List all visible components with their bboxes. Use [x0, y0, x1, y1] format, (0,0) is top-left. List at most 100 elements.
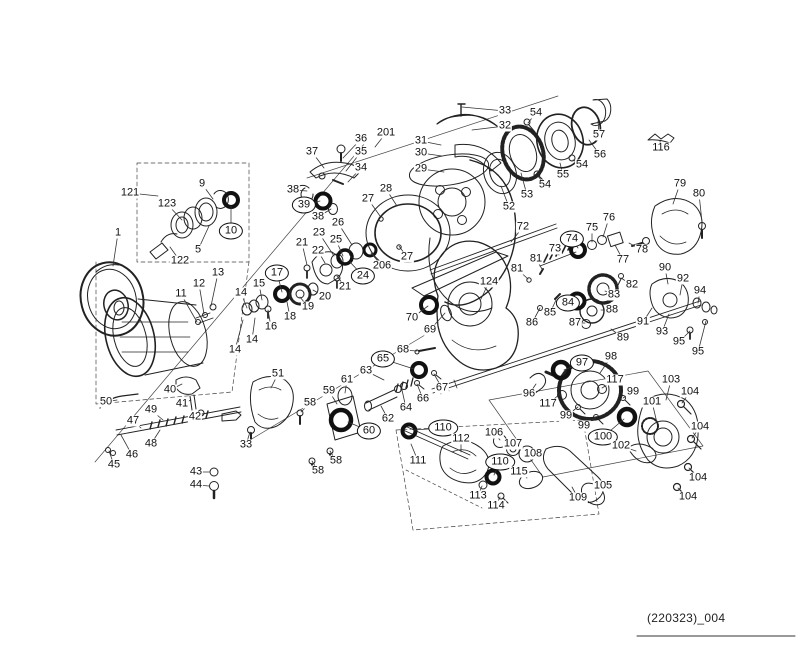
part-label-75: 75 [584, 221, 600, 234]
part-label-104: 104 [689, 420, 711, 433]
part-label-62: 62 [380, 412, 396, 425]
part-label-24: 24 [350, 267, 376, 285]
part-label-115: 115 [509, 465, 529, 478]
part-label-65: 65 [370, 350, 396, 368]
part-label-104: 104 [677, 490, 699, 503]
part-label-14: 14 [233, 286, 249, 299]
part-label-41: 41 [174, 397, 190, 410]
part-label-33: 33 [238, 438, 254, 451]
part-label-116: 116 [651, 141, 671, 154]
part-label-60: 60 [356, 422, 382, 440]
part-label-58: 58 [302, 396, 318, 409]
part-label-27: 27 [399, 250, 415, 263]
part-label-5: 5 [193, 243, 203, 256]
part-label-90: 90 [657, 261, 673, 274]
part-label-99: 99 [625, 385, 641, 398]
part-label-37: 37 [304, 145, 320, 158]
part-label-206: 206 [371, 259, 393, 272]
part-label-72: 72 [515, 220, 531, 233]
part-label-33: 33 [497, 104, 513, 117]
part-label-84: 84 [555, 294, 581, 312]
part-label-82: 82 [624, 278, 640, 291]
part-label-57: 57 [591, 128, 607, 141]
part-label-58: 58 [328, 454, 344, 467]
part-label-36: 36 [353, 132, 369, 145]
part-label-122: 122 [169, 254, 191, 267]
part-label-97: 97 [569, 354, 595, 372]
part-label-48: 48 [143, 437, 159, 450]
part-label-64: 64 [398, 401, 414, 414]
part-label-12: 12 [191, 277, 207, 290]
part-label-105: 105 [592, 479, 614, 492]
part-label-53: 53 [519, 188, 535, 201]
part-label-14: 14 [244, 333, 260, 346]
part-label-25: 25 [328, 233, 344, 246]
part-label-92: 92 [675, 272, 691, 285]
part-label-21: 21 [337, 280, 353, 293]
part-label-16: 16 [263, 320, 279, 333]
spool-drawing [103, 296, 208, 378]
part-label-58: 58 [310, 464, 326, 477]
doc-code: (220323)_004 [647, 611, 726, 625]
part-label-54: 54 [537, 178, 553, 191]
part-label-69: 69 [422, 323, 438, 336]
part-label-70: 70 [404, 311, 420, 324]
part-label-28: 28 [378, 182, 394, 195]
part-label-67: 67 [434, 381, 450, 394]
rotor-drag-stack-drawing [482, 98, 612, 195]
part-label-52: 52 [501, 200, 517, 213]
part-label-59: 59 [321, 384, 337, 397]
part-label-43: 43 [188, 465, 204, 478]
part-label-10: 10 [218, 222, 244, 240]
part-label-102: 102 [610, 439, 632, 452]
part-label-123: 123 [156, 197, 178, 210]
part-label-117: 117 [605, 373, 625, 386]
part-label-54: 54 [574, 158, 590, 171]
part-label-109: 109 [567, 491, 589, 504]
part-label-99: 99 [576, 419, 592, 432]
part-label-44: 44 [188, 478, 204, 491]
part-label-18: 18 [282, 310, 298, 323]
part-label-14: 14 [227, 343, 243, 356]
drag-washer-stack-drawing [149, 190, 240, 260]
part-label-1: 1 [113, 226, 123, 239]
part-label-23: 23 [311, 226, 327, 239]
part-label-51: 51 [270, 367, 286, 380]
worm-shaft-parts-drawing [195, 282, 319, 325]
part-label-35: 35 [353, 145, 369, 158]
part-label-55: 55 [555, 168, 571, 181]
part-label-9: 9 [197, 177, 207, 190]
reel-body-drawing [411, 240, 519, 371]
part-label-111: 111 [408, 454, 428, 467]
part-label-81: 81 [528, 252, 544, 265]
part-label-11: 11 [174, 287, 188, 300]
part-label-101: 101 [641, 395, 663, 408]
part-label-104: 104 [687, 471, 709, 484]
part-label-40: 40 [162, 383, 178, 396]
part-label-22: 22 [310, 244, 326, 257]
part-label-50: 50 [98, 395, 114, 408]
part-label-93: 93 [654, 325, 670, 338]
part-label-42: 42 [187, 410, 203, 423]
pinion-shaft-drawing [431, 278, 718, 395]
drag-knob-drawing [79, 261, 145, 337]
part-label-20: 20 [317, 290, 333, 303]
part-label-15: 15 [251, 277, 267, 290]
part-label-54: 54 [528, 106, 544, 119]
part-label-76: 76 [601, 211, 617, 224]
part-label-27: 27 [360, 192, 376, 205]
part-label-21: 21 [294, 236, 310, 249]
part-label-26: 26 [330, 216, 346, 229]
part-label-49: 49 [143, 403, 159, 416]
part-label-78: 78 [634, 243, 650, 256]
part-label-108: 108 [522, 447, 544, 460]
part-label-56: 56 [592, 148, 608, 161]
part-label-110: 110 [428, 419, 458, 437]
part-label-31: 31 [413, 134, 429, 147]
part-label-103: 103 [660, 373, 682, 386]
part-label-79: 79 [672, 177, 688, 190]
part-label-68: 68 [395, 343, 411, 356]
part-label-95: 95 [671, 335, 687, 348]
